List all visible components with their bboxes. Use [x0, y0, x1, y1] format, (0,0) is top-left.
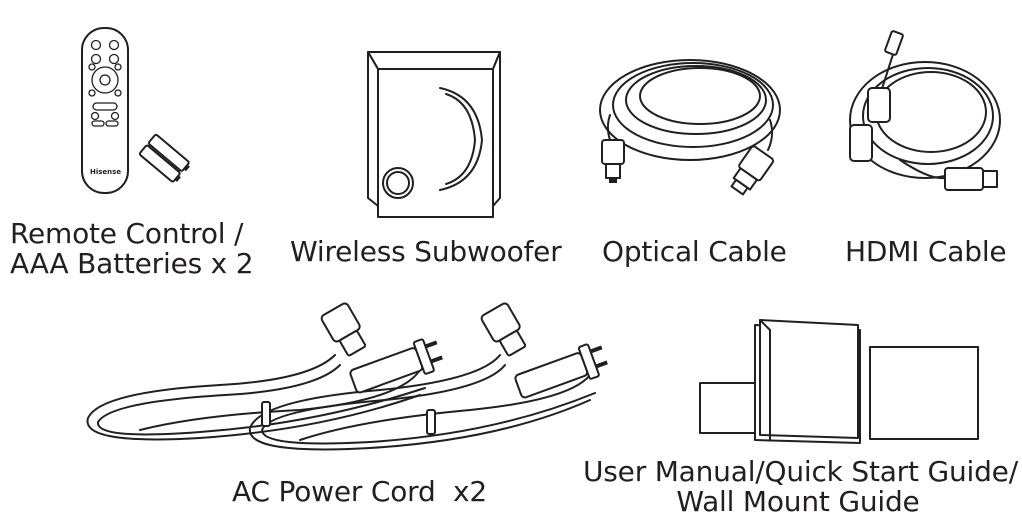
ac-power-cord-label: AC Power Cord x2 — [232, 475, 487, 508]
manuals-label-line-2: Wall Mount Guide — [676, 485, 920, 518]
manuals-label: User Manual/Quick Start Guide/ Wall Moun… — [583, 455, 1018, 518]
subwoofer-label: Wireless Subwoofer — [290, 235, 562, 268]
remote-label-line-1: Remote Control / — [10, 217, 244, 250]
manuals-label-line-1: User Manual/Quick Start Guide/ — [583, 455, 1018, 488]
remote-brand-logo: Hisense — [90, 168, 122, 176]
optical-cable-label: Optical Cable — [602, 235, 787, 268]
remote-label-line-2: AAA Batteries x 2 — [10, 247, 254, 280]
hdmi-cable-label: HDMI Cable — [845, 235, 1007, 268]
remote-control-label: Remote Control / AAA Batteries x 2 — [10, 217, 254, 280]
